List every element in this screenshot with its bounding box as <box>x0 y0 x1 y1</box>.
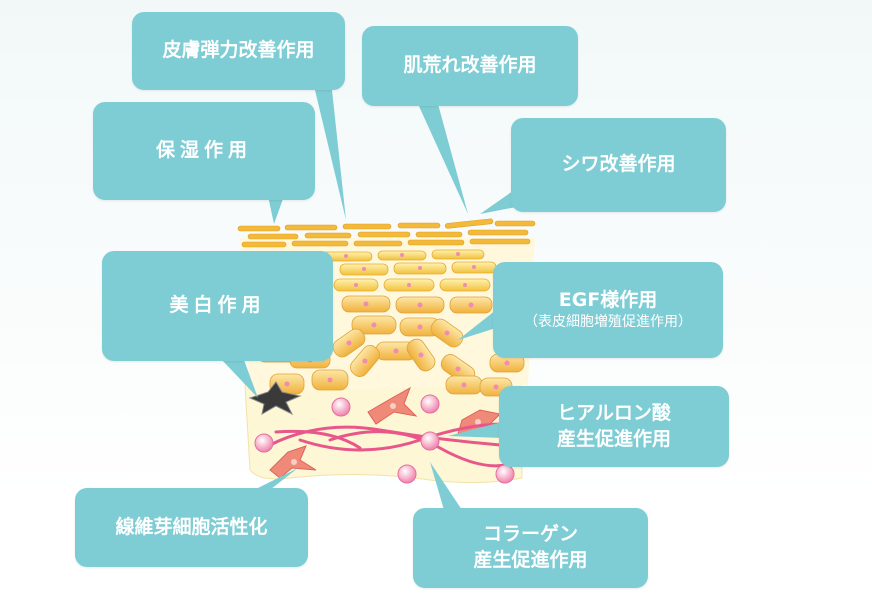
whitening-label: 美白作用 <box>169 294 266 317</box>
callout-fibroblast: 線維芽細胞活性化 <box>75 488 308 567</box>
cell-nuclei <box>274 252 510 390</box>
callout-hyaluronic: ヒアルロン酸 産生促進作用 <box>499 386 729 467</box>
hyaluronic-line1: ヒアルロン酸 <box>557 401 671 424</box>
callout-skin-elasticity: 皮膚弾力改善作用 <box>132 12 345 90</box>
hyaluronic-acid-bead-icon <box>254 394 515 484</box>
rough-skin-label: 肌荒れ改善作用 <box>403 54 537 77</box>
callout-egf: EGF様作用 （表皮細胞増殖促進作用） <box>493 262 723 358</box>
collagen-fiber-icon <box>268 422 522 468</box>
callout-wrinkle: シワ改善作用 <box>511 118 726 212</box>
melanocyte-icon <box>248 381 302 416</box>
callout-whitening: 美白作用 <box>102 251 333 361</box>
callout-collagen: コラーゲン 産生促進作用 <box>413 508 648 588</box>
callout-rough-skin: 肌荒れ改善作用 <box>362 26 578 106</box>
collagen-line1: コラーゲン <box>482 523 578 546</box>
granular-layer <box>319 249 497 292</box>
fibroblast-label: 線維芽細胞活性化 <box>115 515 268 538</box>
collagen-line2: 産生促進作用 <box>473 549 588 571</box>
callout-moisturizing: 保湿作用 <box>93 102 315 200</box>
egf-title: EGF様作用 <box>558 288 658 311</box>
hyaluronic-line2: 産生促進作用 <box>556 427 671 450</box>
moisturizing-label: 保湿作用 <box>155 139 252 162</box>
egf-subtitle: （表皮細胞増殖促進作用） <box>524 314 692 331</box>
stratum-corneum-layer <box>237 218 536 248</box>
skin-elasticity-label: 皮膚弾力改善作用 <box>162 39 315 62</box>
wrinkle-label: シワ改善作用 <box>561 153 676 176</box>
